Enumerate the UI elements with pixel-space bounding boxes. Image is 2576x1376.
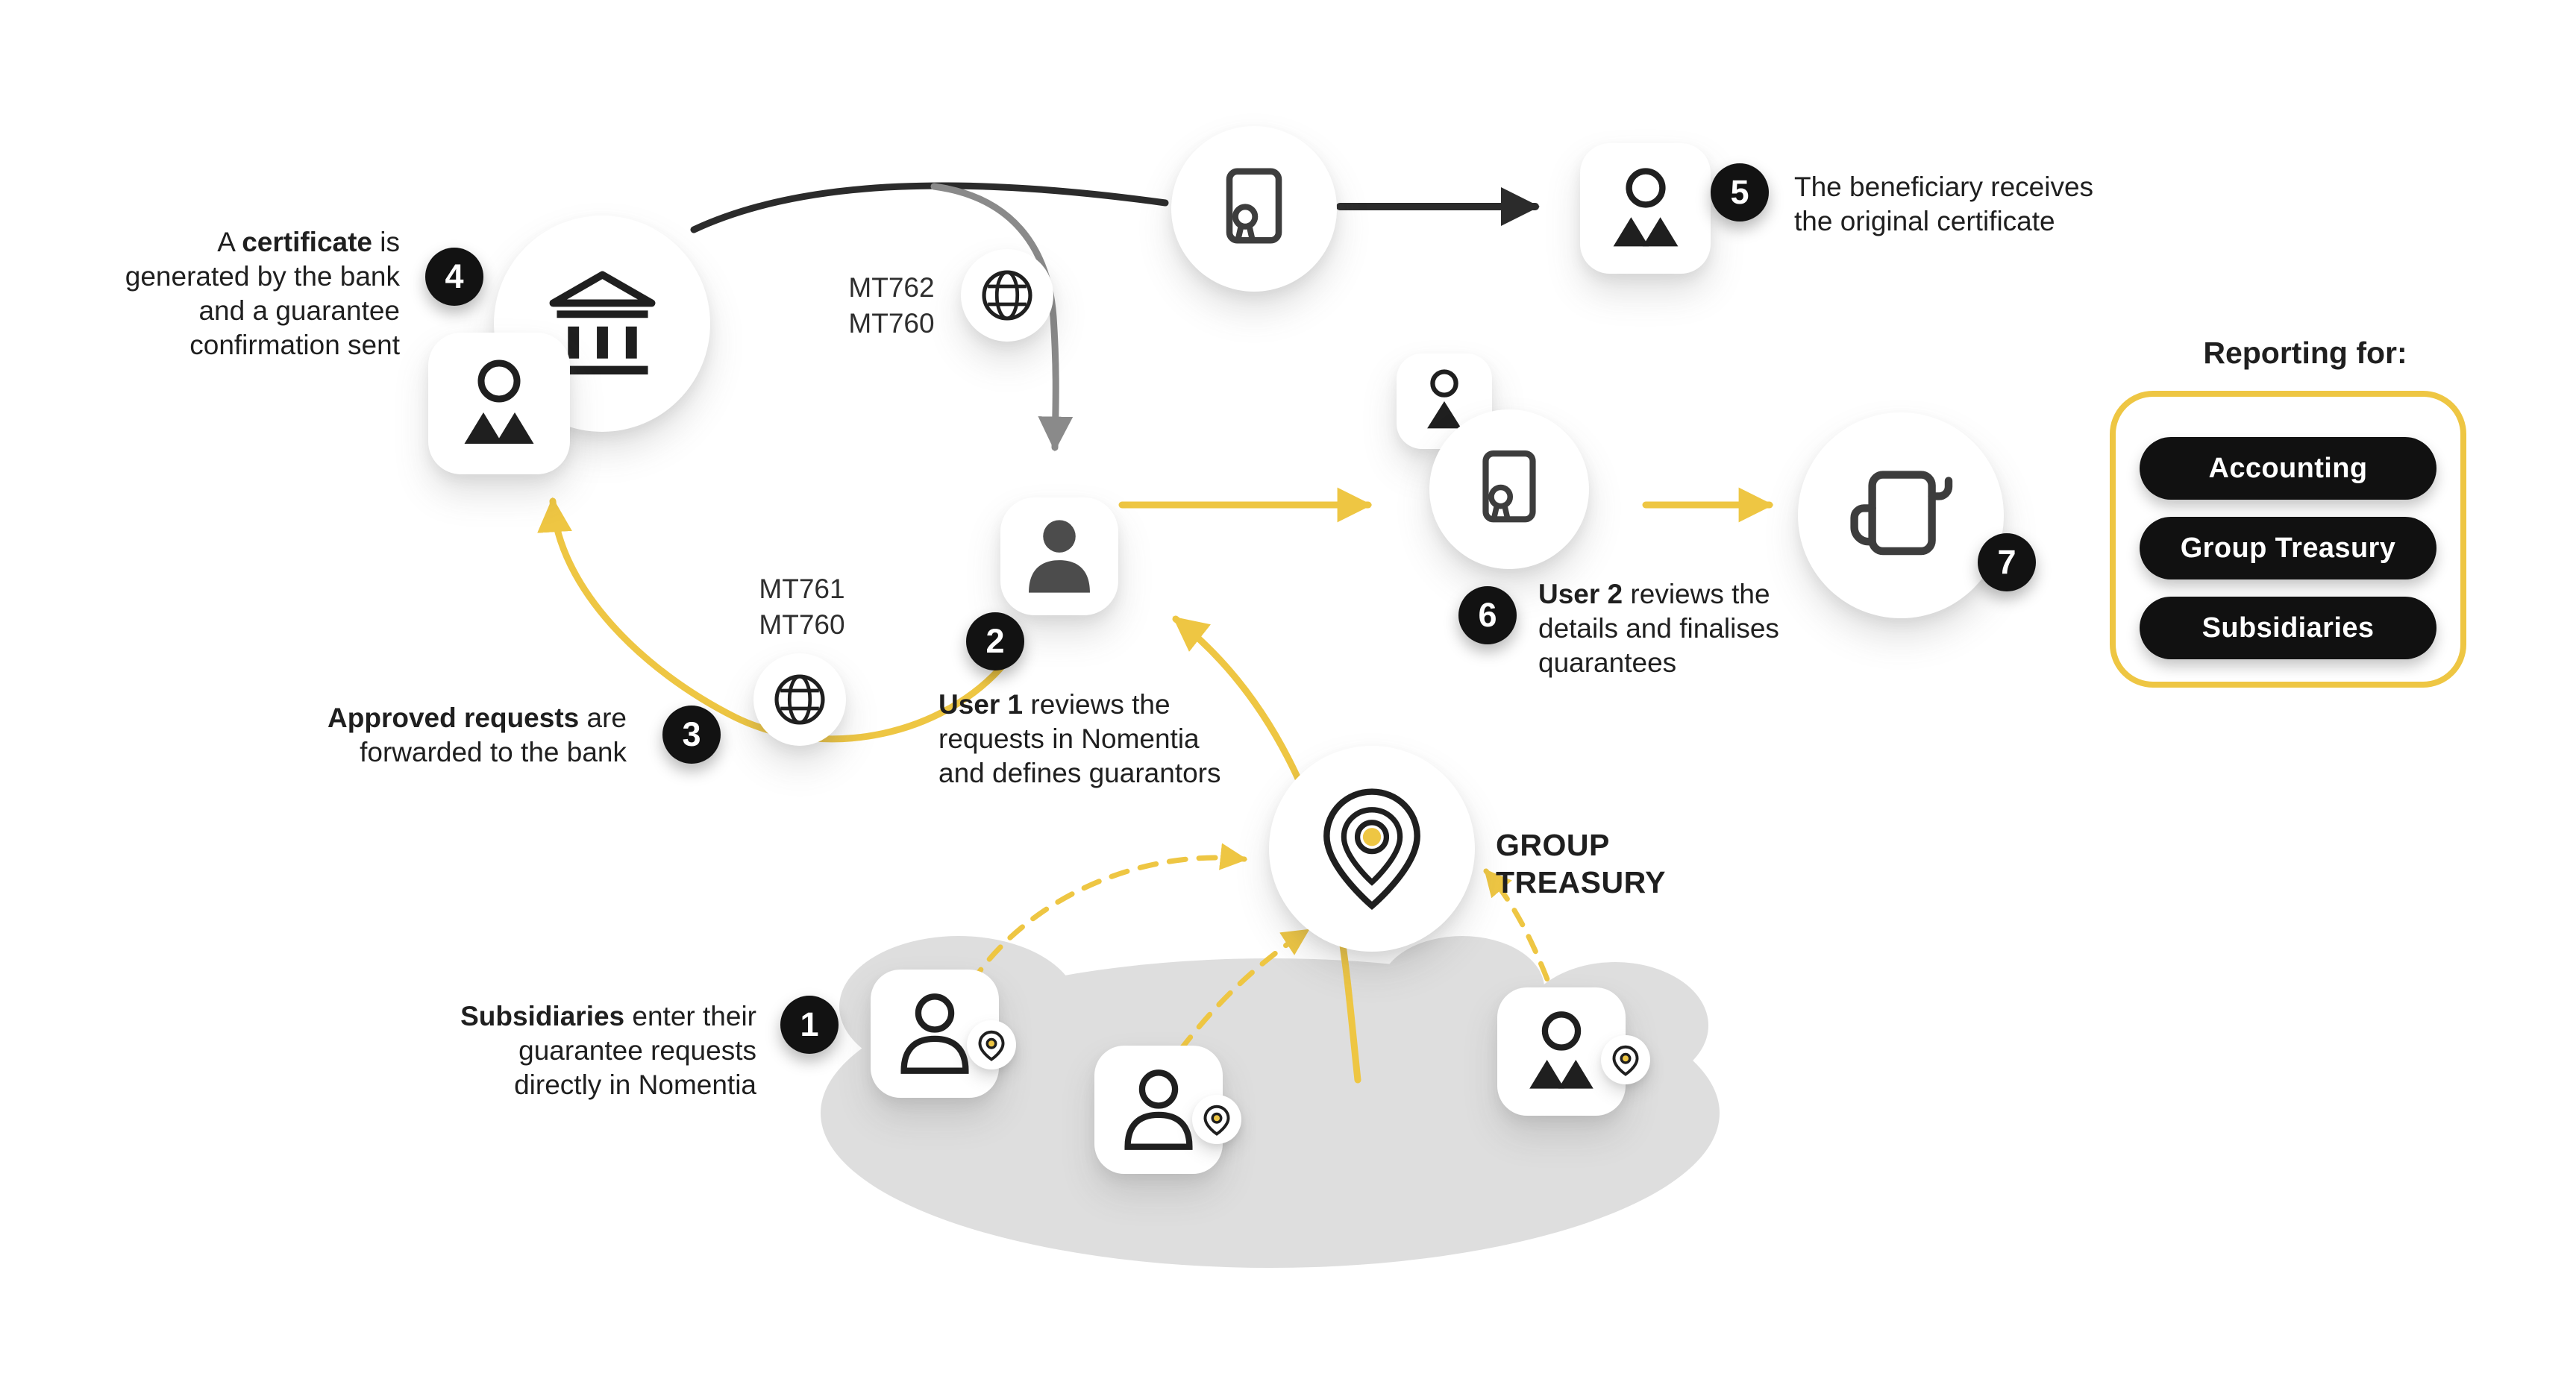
swift-globe-bottom-node [753, 653, 846, 746]
subsidiary2-pin-badge [1192, 1095, 1241, 1144]
text-line: guarantee requests [518, 1035, 756, 1066]
subsidiary3-node [1497, 987, 1626, 1116]
user1-node [1000, 497, 1118, 615]
arrow-subsidiary1-to-group-treasury [968, 843, 1248, 986]
beneficiary-person-icon [1613, 167, 1678, 246]
step3-badge: 3 [662, 706, 721, 764]
step6-badge: 6 [1458, 586, 1517, 644]
bank-icon [549, 271, 655, 374]
text-line: the original certificate [1794, 206, 2055, 236]
text-line: directly in Nomentia [514, 1069, 756, 1100]
group-treasury-node [1269, 746, 1475, 952]
step6-number: 6 [1478, 596, 1497, 634]
mt-label-top: MT762 MT760 [848, 272, 935, 339]
text-line: User 2 reviews the [1538, 579, 1770, 609]
mini-pin-icon [978, 1030, 1005, 1061]
text-line: generated by the bank [125, 261, 400, 292]
reporting-title: Reporting for: [2203, 336, 2407, 370]
report-node [1798, 412, 2004, 618]
certificate-icon [1482, 450, 1536, 523]
swift-globe-top-node [961, 249, 1053, 342]
map-dot [1192, 1214, 1212, 1234]
step3-text: Approved requests are forwarded to the b… [298, 701, 627, 770]
reporting-item-subsidiaries: Subsidiaries [2140, 597, 2436, 659]
certificate-icon [1226, 168, 1282, 244]
map-dot [1242, 1238, 1256, 1251]
certificate-top-node [1171, 126, 1337, 292]
subsidiary3-person-icon [1529, 1011, 1593, 1089]
text-line: A certificate is [217, 227, 400, 257]
text-line: confirmation sent [189, 330, 400, 360]
globe-icon [982, 270, 1032, 321]
step2-text: User 1 reviews the requests in Nomentia … [938, 688, 1282, 791]
certificate-user2-node [1429, 409, 1589, 569]
step1-badge: 1 [780, 996, 839, 1054]
reporting-item-group-treasury: Group Treasury [2140, 517, 2436, 579]
step1-number: 1 [800, 1005, 819, 1043]
arrow-bank-to-certificate [690, 182, 1169, 233]
text-line: quarantees [1538, 647, 1677, 678]
text-line: Approved requests are [328, 703, 627, 733]
report-scroll-icon [1850, 471, 1953, 556]
step4-number: 4 [445, 257, 464, 295]
group-treasury-label: GROUP TREASURY [1496, 828, 1666, 899]
step7-number: 7 [1997, 543, 2016, 581]
location-pin-icon [1323, 788, 1420, 910]
step7-badge: 7 [1978, 533, 2036, 591]
beneficiary-node [1580, 143, 1711, 274]
text-line: details and finalises [1538, 613, 1779, 644]
reporting-item-accounting: Accounting [2140, 437, 2436, 500]
user1-person-icon [1029, 520, 1090, 593]
subsidiary1-person-icon [900, 993, 969, 1074]
arrow-subsidiary3-to-group-treasury [1483, 868, 1561, 1010]
step5-number: 5 [1730, 173, 1749, 211]
bank-clerk-node [428, 333, 570, 474]
mini-pin-icon [1203, 1105, 1230, 1136]
subsidiary1-pin-badge [967, 1020, 1016, 1069]
mini-pin-icon [1612, 1045, 1639, 1076]
step5-badge: 5 [1711, 163, 1769, 222]
step4-text: A certificate is generated by the bank a… [94, 225, 400, 362]
arrow-subsidiary2-to-group-treasury [1177, 928, 1310, 1053]
globe-icon [774, 674, 825, 725]
step4-badge: 4 [425, 248, 483, 306]
arrow-swift-to-user1 [930, 183, 1074, 452]
step5-text: The beneficiary receives the original ce… [1794, 170, 2152, 239]
text-line: Subsidiaries enter their [460, 1001, 756, 1031]
text-line: requests in Nomentia [938, 723, 1200, 754]
text-line: and a guarantee [198, 295, 400, 326]
mt-label-bottom: MT761 MT760 [759, 574, 845, 640]
user2-person-icon [1427, 369, 1461, 429]
bank-clerk-person-icon [464, 359, 534, 444]
text-line: and defines guarantors [938, 758, 1221, 788]
text-line: The beneficiary receives [1794, 172, 2094, 202]
text-line: forwarded to the bank [360, 737, 627, 767]
user2-node [1397, 354, 1492, 449]
reporting-panel: Accounting Group Treasury Subsidiaries [2110, 391, 2466, 688]
step1-text: Subsidiaries enter their guarantee reque… [428, 999, 756, 1102]
subsidiary2-person-icon [1124, 1069, 1193, 1150]
step2-number: 2 [985, 622, 1005, 660]
step3-number: 3 [682, 715, 701, 753]
subsidiary3-pin-badge [1601, 1035, 1650, 1084]
step2-badge: 2 [966, 612, 1024, 670]
step6-text: User 2 reviews the details and finalises… [1538, 577, 1881, 680]
text-line: User 1 reviews the [938, 689, 1171, 720]
arrow-user1-to-bank-via-swift [537, 497, 1009, 743]
